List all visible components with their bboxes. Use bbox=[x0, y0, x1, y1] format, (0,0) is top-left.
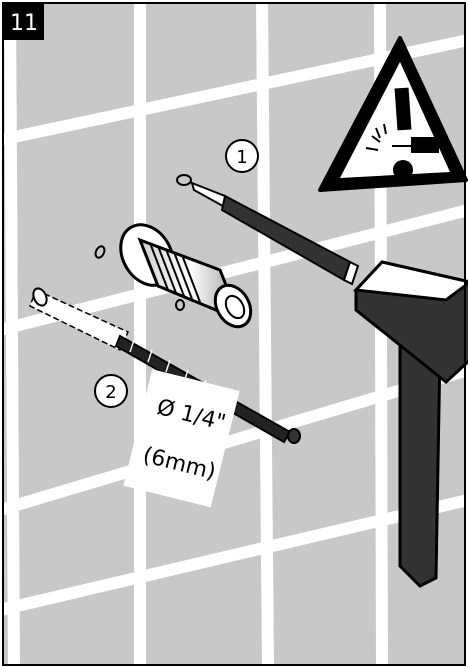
callout-2-label: 2 bbox=[105, 382, 116, 403]
callout-1-label: 1 bbox=[236, 147, 247, 168]
step-number: 11 bbox=[10, 11, 38, 36]
step-badge: 11 bbox=[4, 4, 44, 40]
callout-1: 1 bbox=[226, 140, 258, 172]
callout-2: 2 bbox=[95, 375, 127, 407]
